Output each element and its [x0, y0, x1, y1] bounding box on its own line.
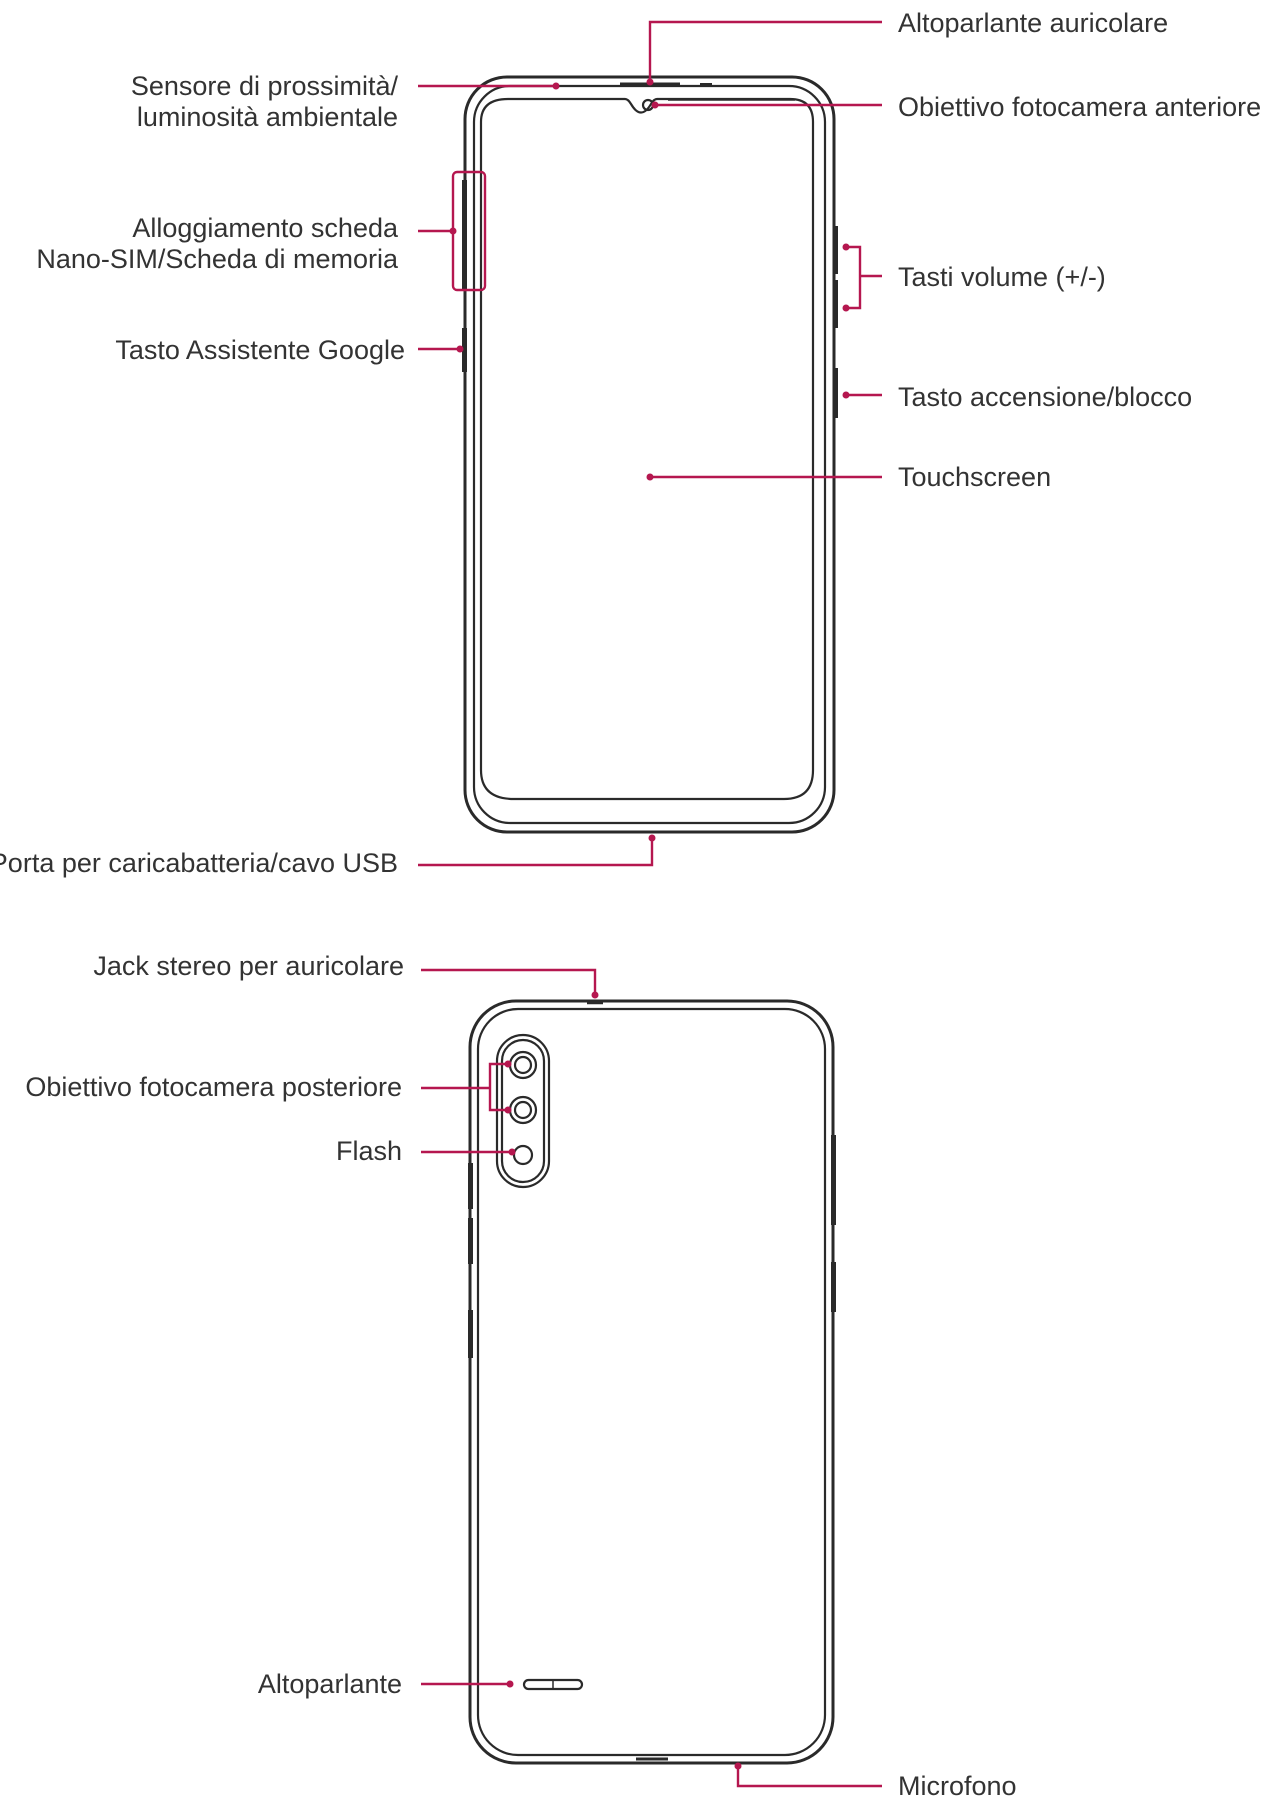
- label-touchscreen: Touchscreen: [898, 462, 1051, 492]
- label-front-camera: Obiettivo fotocamera anteriore: [898, 92, 1261, 122]
- callout-dot-earpiece: [646, 78, 654, 86]
- rear-camera-lens-2-ring: [513, 1100, 533, 1120]
- callout-dot-flash: [508, 1148, 516, 1156]
- back-view: [468, 999, 836, 1765]
- back-phone-body: [468, 999, 835, 1765]
- callout-dot-usb: [648, 834, 656, 842]
- callout-dot-headset-jack: [591, 991, 599, 999]
- back-side-key-4: [831, 1135, 836, 1225]
- callout-microphone: [736, 1766, 882, 1788]
- back-side-key-2: [468, 1218, 473, 1264]
- label-assistant: Tasto Assistente Google: [115, 335, 405, 365]
- callout-rear-camera: [488, 1062, 508, 1112]
- back-side-key-5: [831, 1262, 836, 1312]
- flash-light: [512, 1144, 534, 1166]
- front-screen: [479, 97, 815, 801]
- back-side-key-3: [468, 1310, 473, 1358]
- front-view: [462, 75, 838, 834]
- front-inner-frame: [472, 84, 827, 825]
- label-rear-camera: Obiettivo fotocamera posteriore: [25, 1072, 402, 1102]
- label-proximity-2: luminosità ambientale: [137, 102, 398, 132]
- callout-headset-jack: [421, 968, 597, 995]
- callout-dot-speaker: [506, 1680, 514, 1688]
- back-callouts: Jack stereo per auricolare Obiettivo fot…: [25, 951, 1016, 1801]
- callout-dot-front-camera: [651, 101, 659, 109]
- assistant-key: [462, 328, 467, 372]
- callout-dot-power: [842, 391, 850, 399]
- label-flash: Flash: [336, 1136, 402, 1166]
- callout-usb: [418, 838, 654, 867]
- power-key: [833, 368, 838, 418]
- front-phone-body: [463, 75, 836, 834]
- label-earpiece: Altoparlante auricolare: [898, 8, 1168, 38]
- label-speaker: Altoparlante: [258, 1669, 402, 1699]
- label-sim-1: Alloggiamento scheda: [132, 213, 399, 243]
- callout-dot-touchscreen: [646, 473, 654, 481]
- label-proximity-1: Sensore di prossimità/: [131, 71, 399, 101]
- back-inner-frame: [476, 1007, 827, 1757]
- callout-dot-proximity: [552, 82, 560, 90]
- callout-dot-volume-up: [842, 243, 850, 251]
- callout-dot-volume-down: [842, 304, 850, 312]
- label-sim-2: Nano-SIM/Scheda di memoria: [36, 244, 399, 274]
- sim-tray: [462, 180, 467, 290]
- volume-down-key: [833, 280, 838, 328]
- callout-dot-rear-camera-2: [504, 1106, 512, 1114]
- front-callouts: Altoparlante auricolare Sensore di pross…: [0, 8, 1261, 878]
- callout-earpiece: [648, 20, 882, 82]
- callout-dot-assistant: [456, 345, 464, 353]
- label-volume: Tasti volume (+/-): [898, 262, 1106, 292]
- volume-up-key: [833, 226, 838, 274]
- callout-volume: [846, 245, 862, 310]
- callout-dot-microphone: [734, 1762, 742, 1770]
- label-headset-jack: Jack stereo per auricolare: [93, 951, 404, 981]
- label-microphone: Microfono: [898, 1771, 1017, 1801]
- back-side-key-1: [468, 1163, 473, 1209]
- rear-camera-lens-1-ring: [513, 1055, 533, 1075]
- label-usb: Porta per caricabatteria/cavo USB: [0, 848, 398, 878]
- label-power: Tasto accensione/blocco: [898, 382, 1192, 412]
- callout-dot-sim: [449, 227, 457, 235]
- callout-dot-rear-camera-1: [504, 1060, 512, 1068]
